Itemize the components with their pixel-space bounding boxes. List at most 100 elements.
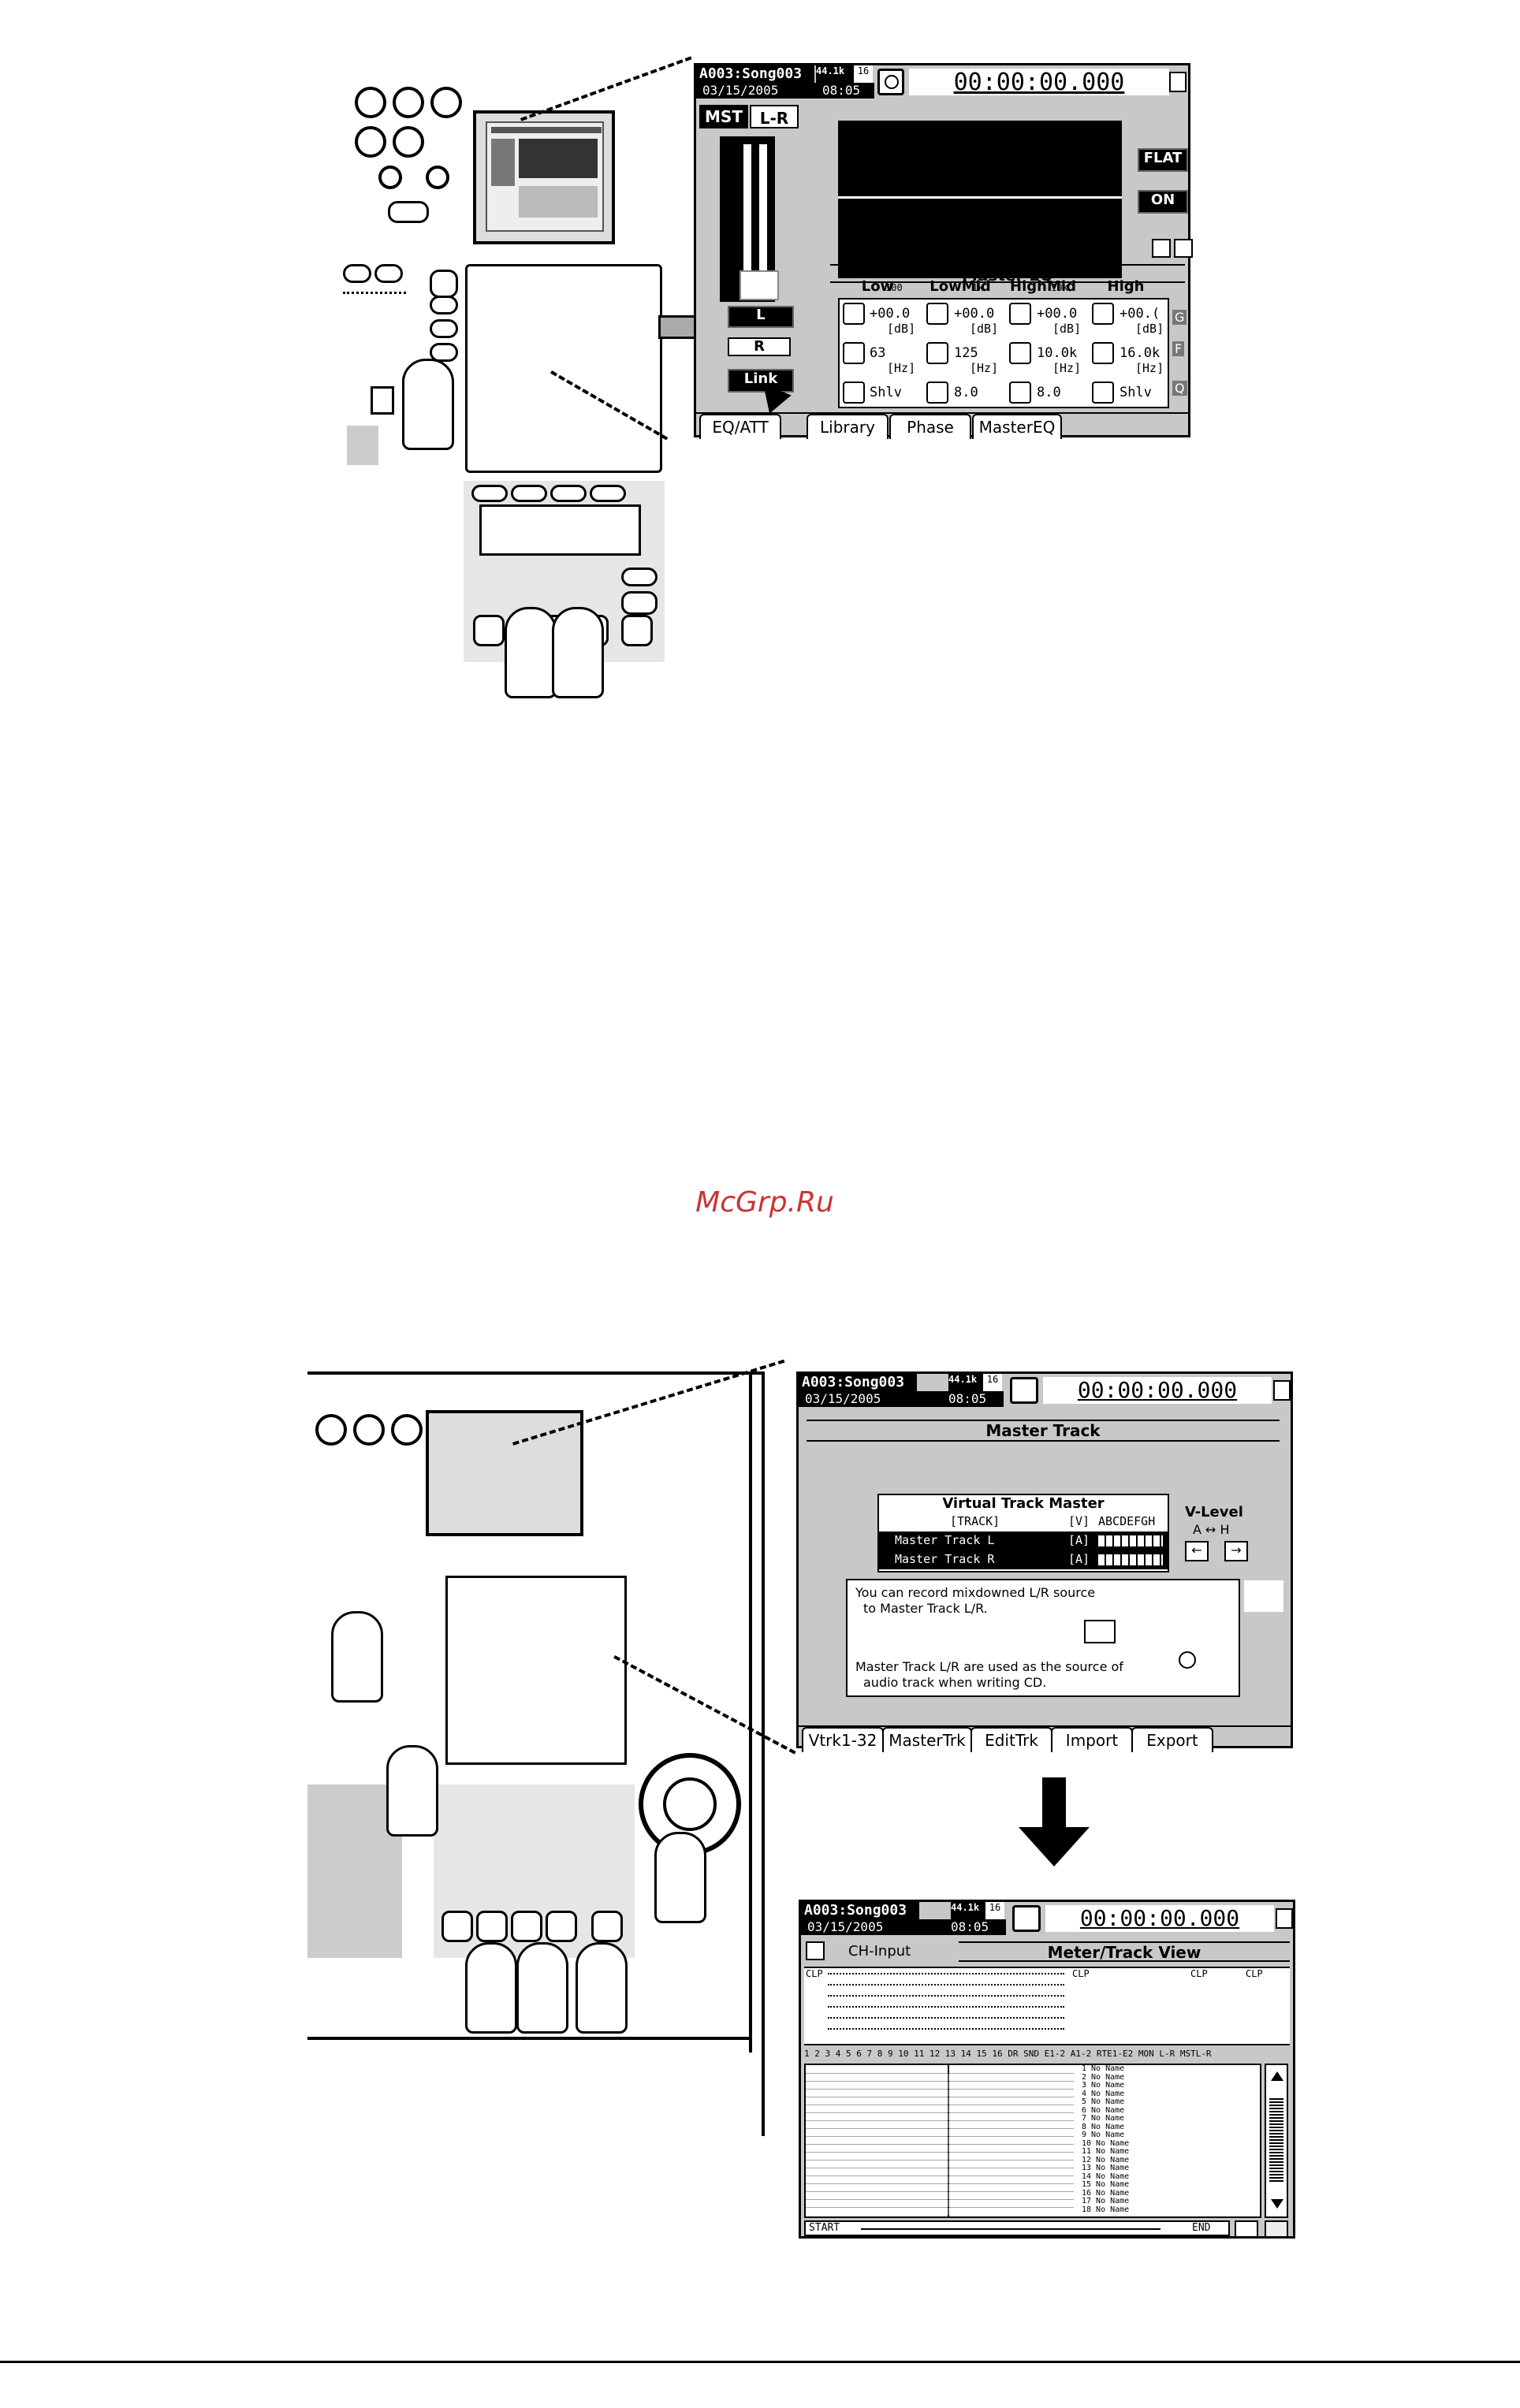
scrollbar[interactable]: [1265, 2064, 1288, 2218]
song-date: 03/15/2005: [696, 83, 874, 99]
track-view: 1 No Name 2 No Name 3 No Name 4 No Name …: [804, 2064, 1261, 2218]
gain-low[interactable]: +00.0: [870, 306, 911, 322]
gain-high[interactable]: +00.(: [1120, 306, 1160, 322]
knob-icon-2[interactable]: [926, 303, 948, 325]
tab-edittrk[interactable]: EditTrk: [970, 1727, 1052, 1752]
knob-icon-3[interactable]: [1009, 303, 1031, 325]
list-item[interactable]: 16 No Name: [1082, 2188, 1130, 2198]
scroll-down-icon[interactable]: [1152, 239, 1171, 258]
r-button[interactable]: R: [728, 337, 791, 356]
shape-high[interactable]: Shlv: [1120, 385, 1152, 400]
clock-icon-3[interactable]: [1012, 1905, 1041, 1932]
band-lowmid: LowMid: [930, 278, 991, 295]
list-item[interactable]: 13 No Name: [1082, 2164, 1130, 2172]
clock-icon[interactable]: [877, 69, 904, 95]
list-item[interactable]: 14 No Name: [1082, 2172, 1130, 2181]
sample-rate-2: 44.1k: [948, 1374, 983, 1391]
scroll-up-icon[interactable]: [1174, 239, 1193, 258]
track-16-32: [371, 386, 394, 415]
counter-settings-icon-2[interactable]: [1273, 1380, 1291, 1401]
freq-unit-3: [Hz]: [1052, 361, 1082, 375]
list-item[interactable]: 2 No Name: [1082, 2072, 1125, 2082]
clock-icon-2[interactable]: [1010, 1377, 1038, 1404]
tab-mastereq[interactable]: MasterEQ: [972, 414, 1062, 439]
tab-export[interactable]: Export: [1131, 1727, 1213, 1752]
list-item[interactable]: 18 No Name: [1082, 2205, 1130, 2214]
list-item[interactable]: 1 No Name: [1082, 2065, 1125, 2073]
song-title: A003:Song003: [696, 65, 814, 83]
flat-button[interactable]: FLAT: [1138, 148, 1188, 172]
list-item[interactable]: 11 No Name: [1082, 2147, 1130, 2156]
q-lowmid[interactable]: 8.0: [954, 385, 978, 400]
table-row[interactable]: Master Track R [A]: [879, 1550, 1168, 1569]
counter-settings-icon[interactable]: [1169, 72, 1187, 92]
knob-icon-6[interactable]: [926, 342, 948, 364]
knob-icon-1[interactable]: [843, 303, 865, 325]
gain-lowmid[interactable]: +00.0: [954, 306, 995, 322]
side-button-2: [374, 264, 403, 283]
info-box: You can record mixdowned L/R source to M…: [846, 1579, 1240, 1697]
hand-pointer-b3: [654, 1832, 706, 1923]
shape-low[interactable]: Shlv: [870, 385, 902, 400]
tab-eq-att[interactable]: EQ/ATT: [699, 414, 781, 439]
row-name-r: Master Track R: [895, 1552, 995, 1566]
tab-vtrk[interactable]: Vtrk1-32: [802, 1727, 884, 1752]
monitor-knob: [393, 87, 424, 118]
v-level-left-button[interactable]: ←: [1185, 1541, 1209, 1561]
eq-on-button[interactable]: ON: [1138, 190, 1188, 214]
list-item[interactable]: 17 No Name: [1082, 2197, 1130, 2205]
l-button[interactable]: L: [728, 306, 794, 328]
list-item[interactable]: 6 No Name: [1082, 2105, 1125, 2115]
zoom-icon[interactable]: [1265, 2220, 1288, 2238]
knob-icon-9[interactable]: [843, 381, 865, 404]
row-v-r: [A]: [1068, 1552, 1090, 1566]
knob-icon-12[interactable]: [1092, 381, 1114, 404]
tab-import[interactable]: Import: [1051, 1727, 1133, 1752]
knob-icon-4[interactable]: [1092, 303, 1114, 325]
freq-lowmid[interactable]: 125: [954, 345, 978, 361]
list-item[interactable]: 3 No Name: [1082, 2081, 1125, 2090]
side-button-3: [430, 270, 458, 298]
knob-icon-11[interactable]: [1009, 381, 1031, 404]
col-v: [V]: [1068, 1514, 1090, 1528]
monitor-knob-b: [353, 1414, 385, 1446]
sample-rate: 44.1k: [816, 65, 854, 83]
knob-grid-b: [445, 1576, 627, 1765]
eq-param-grid: +00.0 +00.0 +00.0 +00.( [dB] [dB] [dB] […: [838, 298, 1169, 408]
timeline-bar[interactable]: START END: [804, 2220, 1230, 2236]
list-item[interactable]: 10 No Name: [1082, 2138, 1130, 2148]
counter-settings-icon-3[interactable]: [1276, 1908, 1293, 1929]
list-item[interactable]: 9 No Name: [1082, 2131, 1125, 2139]
tab-library[interactable]: Library: [807, 414, 889, 439]
side-button-5: [430, 319, 458, 338]
list-item[interactable]: 12 No Name: [1082, 2155, 1130, 2164]
freq-low[interactable]: 63: [870, 345, 886, 361]
list-item[interactable]: 15 No Name: [1082, 2180, 1130, 2189]
table-row[interactable]: Master Track L [A]: [879, 1532, 1168, 1550]
list-item[interactable]: 4 No Name: [1082, 2089, 1125, 2098]
knob-icon-8[interactable]: [1092, 342, 1114, 364]
tab-mastertrk[interactable]: MasterTrk: [882, 1727, 972, 1752]
gain-highmid[interactable]: +00.0: [1037, 306, 1078, 322]
scroll-up-arrow-icon[interactable]: [1271, 2071, 1283, 2081]
list-item[interactable]: 7 No Name: [1082, 2114, 1125, 2123]
play-toggle-icon[interactable]: [806, 1941, 825, 1960]
q-highmid[interactable]: 8.0: [1037, 385, 1061, 400]
scroll-down-arrow-icon[interactable]: [1271, 2199, 1283, 2209]
list-item[interactable]: 8 No Name: [1082, 2122, 1125, 2131]
v-level-sub: A ↔ H: [1193, 1522, 1230, 1537]
freq-high[interactable]: 16.0k: [1120, 345, 1160, 361]
watermark: McGrp.Ru: [695, 1186, 834, 1219]
link-button[interactable]: Link: [728, 369, 794, 393]
knob-icon-10[interactable]: [926, 381, 948, 404]
zoom-fit-icon[interactable]: [1235, 2220, 1258, 2238]
list-item[interactable]: 5 No Name: [1082, 2097, 1125, 2106]
tab-phase[interactable]: Phase: [889, 414, 971, 439]
freq-highmid[interactable]: 10.0k: [1037, 345, 1078, 361]
knob-icon-5[interactable]: [843, 342, 865, 364]
eq-title: Master EQ: [830, 264, 1185, 285]
knob-icon-7[interactable]: [1009, 342, 1031, 364]
v-level-right-button[interactable]: →: [1224, 1541, 1248, 1561]
meter-screen: A003:Song003 44.1k 16 03/15/2005 08:05 0…: [799, 1900, 1295, 2239]
clock-time: 08:05: [822, 83, 861, 98]
